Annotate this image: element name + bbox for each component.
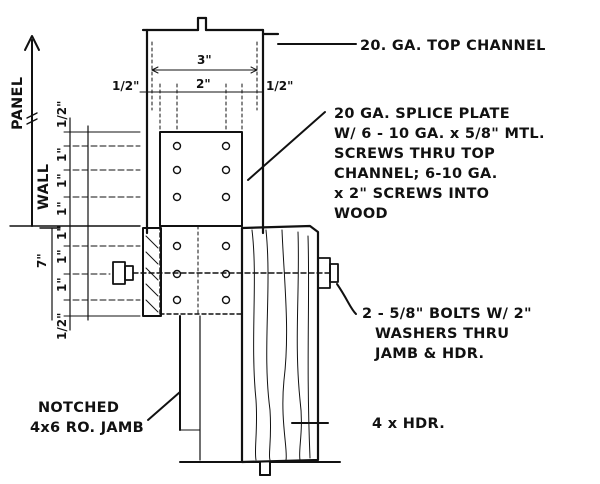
jamb-line-1: NOTCHED	[38, 400, 119, 416]
bolts-line-3: JAMB & HDR.	[374, 346, 484, 362]
through-bolts	[112, 257, 339, 289]
leader-lines	[147, 43, 357, 424]
dim-one-6: 1"	[55, 277, 69, 292]
panel-arrow	[24, 35, 40, 227]
label-notched-jamb: NOTCHED 4x6 RO. JAMB	[30, 400, 144, 436]
dim-one-5: 1"	[55, 249, 69, 264]
label-splice-plate: 20 GA. SPLICE PLATE W/ 6 - 10 GA. x 5/8"…	[334, 106, 545, 222]
header-wood	[179, 224, 341, 476]
splice-line-4: CHANNEL; 6-10 GA.	[334, 166, 498, 182]
label-header: 4 x HDR.	[372, 416, 445, 432]
notched-jamb	[142, 227, 201, 461]
splice-line-1: 20 GA. SPLICE PLATE	[334, 106, 510, 122]
dim-one-1: 1"	[55, 147, 69, 162]
dim-one-4: 1"	[55, 225, 69, 240]
label-top-channel: 20. GA. TOP CHANNEL	[360, 38, 546, 54]
bolts-line-1: 2 - 5/8" BOLTS W/ 2"	[362, 306, 532, 322]
dim-channel-width: 3"	[197, 53, 212, 67]
splice-plate	[159, 131, 243, 315]
dim-one-2: 1"	[55, 173, 69, 188]
label-wall: WALL	[36, 164, 52, 210]
dim-screw-spacing: 2"	[196, 77, 211, 91]
top-dimension-lines	[139, 66, 263, 133]
splice-line-3: SCREWS THRU TOP	[334, 146, 495, 162]
bolts-line-2: WASHERS THRU	[375, 326, 509, 342]
dim-edge-right: 1/2"	[266, 79, 293, 93]
splice-line-2: W/ 6 - 10 GA. x 5/8" MTL.	[334, 126, 545, 142]
dim-edge-left: 1/2"	[112, 79, 139, 93]
metal-screws	[172, 141, 231, 202]
label-panel: PANEL	[10, 77, 26, 130]
top-channel	[141, 16, 280, 235]
dim-plate-height: 7"	[35, 253, 49, 268]
dim-half-bottom: 1/2"	[55, 313, 69, 340]
splice-line-5: x 2" SCREWS INTO	[334, 186, 489, 202]
label-bolts: 2 - 5/8" BOLTS W/ 2" WASHERS THRU JAMB &…	[362, 306, 532, 362]
dim-one-3: 1"	[55, 201, 69, 216]
splice-line-6: WOOD	[334, 206, 388, 222]
jamb-line-2: 4x6 RO. JAMB	[30, 420, 144, 436]
wood-screws	[172, 241, 231, 305]
dim-half-top: 1/2"	[55, 101, 69, 128]
dimension-lines	[9, 117, 141, 331]
